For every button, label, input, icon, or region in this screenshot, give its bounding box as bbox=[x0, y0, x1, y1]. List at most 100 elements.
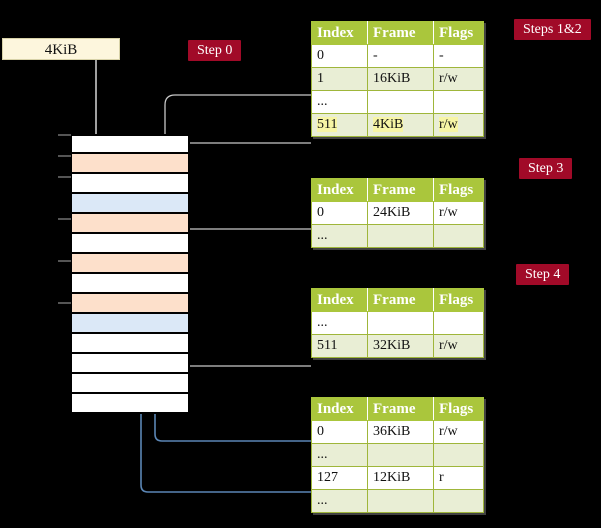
table-header-flags: Flags bbox=[433, 21, 484, 45]
table-row[interactable]: 127 12KiB r bbox=[311, 466, 484, 490]
memory-frame-row bbox=[70, 274, 190, 294]
memory-tick bbox=[58, 176, 71, 178]
table-cell: ... bbox=[311, 443, 368, 467]
table-cell: r/w bbox=[433, 67, 484, 91]
cell-value: 32KiB bbox=[373, 338, 411, 353]
cell-value: r/w bbox=[439, 338, 458, 353]
cell-value: 0 bbox=[317, 205, 324, 220]
cell-value: r/w bbox=[439, 205, 458, 220]
table-cell bbox=[367, 90, 434, 114]
table-header-index: Index bbox=[311, 288, 368, 312]
badge-steps-1-and-2-label: Steps 1&2 bbox=[523, 22, 582, 37]
table-cell: 0 bbox=[311, 201, 368, 225]
memory-frame-row bbox=[70, 314, 190, 334]
table-row[interactable]: 0 -- bbox=[311, 44, 484, 68]
table-cell: 24KiB bbox=[367, 201, 434, 225]
badge-step-0-label: Step 0 bbox=[197, 43, 233, 58]
badge-step-0: Step 0 bbox=[188, 40, 242, 61]
table-cell: 36KiB bbox=[367, 420, 434, 444]
memory-frame-row bbox=[70, 294, 190, 314]
table-cell: 511 bbox=[311, 113, 368, 137]
cell-value: 1 bbox=[317, 71, 324, 86]
table-row[interactable]: ... bbox=[311, 489, 484, 513]
table-header-frame: Frame bbox=[367, 288, 434, 312]
request-size-box: 4KiB bbox=[2, 38, 120, 60]
table-cell: ... bbox=[311, 90, 368, 114]
badge-step-4-label: Step 4 bbox=[525, 267, 561, 282]
table-cell: 0 bbox=[311, 44, 368, 68]
cell-value: 127 bbox=[317, 470, 338, 485]
memory-tick bbox=[58, 218, 71, 220]
table-cell: r bbox=[433, 466, 484, 490]
badge-step-3-label: Step 3 bbox=[528, 161, 564, 176]
memory-tick bbox=[58, 155, 71, 157]
table-cell: 12KiB bbox=[367, 466, 434, 490]
cell-value: 4KiB bbox=[373, 117, 404, 132]
memory-frame-row bbox=[70, 174, 190, 194]
cell-value: ... bbox=[317, 94, 328, 109]
table-cell bbox=[433, 90, 484, 114]
table-cell: ... bbox=[311, 311, 368, 335]
table-cell bbox=[433, 443, 484, 467]
table-header-flags: Flags bbox=[433, 178, 484, 202]
memory-tick bbox=[58, 134, 71, 136]
physical-memory-column bbox=[70, 134, 190, 414]
table-row[interactable]: 0 24KiB r/w bbox=[311, 201, 484, 225]
table-row[interactable]: ... bbox=[311, 443, 484, 467]
table-row[interactable]: ... bbox=[311, 311, 484, 335]
table-cell: 32KiB bbox=[367, 334, 434, 358]
memory-tick bbox=[58, 302, 71, 304]
memory-tick bbox=[58, 260, 71, 262]
badge-steps-1-and-2: Steps 1&2 bbox=[514, 19, 591, 40]
table-row[interactable]: ... bbox=[311, 224, 484, 248]
table-header-index: Index bbox=[311, 21, 368, 45]
table-cell bbox=[433, 489, 484, 513]
memory-frame-row bbox=[70, 354, 190, 374]
table-cell: r/w bbox=[433, 334, 484, 358]
cell-value: r/w bbox=[439, 117, 458, 132]
table-cell: 127 bbox=[311, 466, 368, 490]
table-row[interactable]: 511 32KiB r/w bbox=[311, 334, 484, 358]
cell-value: 24KiB bbox=[373, 205, 411, 220]
memory-frame-row bbox=[70, 214, 190, 234]
cell-value: 0 bbox=[317, 48, 324, 63]
cell-value: r bbox=[439, 470, 444, 485]
table-cell: 16KiB bbox=[367, 67, 434, 91]
table-row[interactable]: 511 4KiB r/w bbox=[311, 113, 484, 137]
memory-frame-row bbox=[70, 134, 190, 154]
cell-value: - bbox=[439, 48, 444, 63]
table-cell: 511 bbox=[311, 334, 368, 358]
memory-frame-row bbox=[70, 234, 190, 254]
table-header-index: Index bbox=[311, 178, 368, 202]
table-cell: ... bbox=[311, 489, 368, 513]
table-cell: - bbox=[367, 44, 434, 68]
cell-value: r/w bbox=[439, 71, 458, 86]
table-row[interactable]: 1 16KiB r/w bbox=[311, 67, 484, 91]
badge-step-3: Step 3 bbox=[519, 158, 573, 179]
cell-value: ... bbox=[317, 447, 328, 462]
table-header-index: Index bbox=[311, 397, 368, 421]
request-size-label: 4KiB bbox=[44, 42, 78, 58]
cell-value: r/w bbox=[439, 424, 458, 439]
cell-value: 0 bbox=[317, 424, 324, 439]
cell-value: ... bbox=[317, 228, 328, 243]
cell-value: ... bbox=[317, 315, 328, 330]
table-header-frame: Frame bbox=[367, 178, 434, 202]
memory-frame-row bbox=[70, 374, 190, 394]
table-row[interactable]: ... bbox=[311, 90, 484, 114]
table-header-frame: Frame bbox=[367, 21, 434, 45]
table-cell: r/w bbox=[433, 420, 484, 444]
table-cell: ... bbox=[311, 224, 368, 248]
table-cell bbox=[367, 224, 434, 248]
table-cell: 4KiB bbox=[367, 113, 434, 137]
memory-frame-row bbox=[70, 334, 190, 354]
memory-frame-row bbox=[70, 194, 190, 214]
memory-frame-row bbox=[70, 154, 190, 174]
table-header-flags: Flags bbox=[433, 288, 484, 312]
table-row[interactable]: 0 36KiB r/w bbox=[311, 420, 484, 444]
